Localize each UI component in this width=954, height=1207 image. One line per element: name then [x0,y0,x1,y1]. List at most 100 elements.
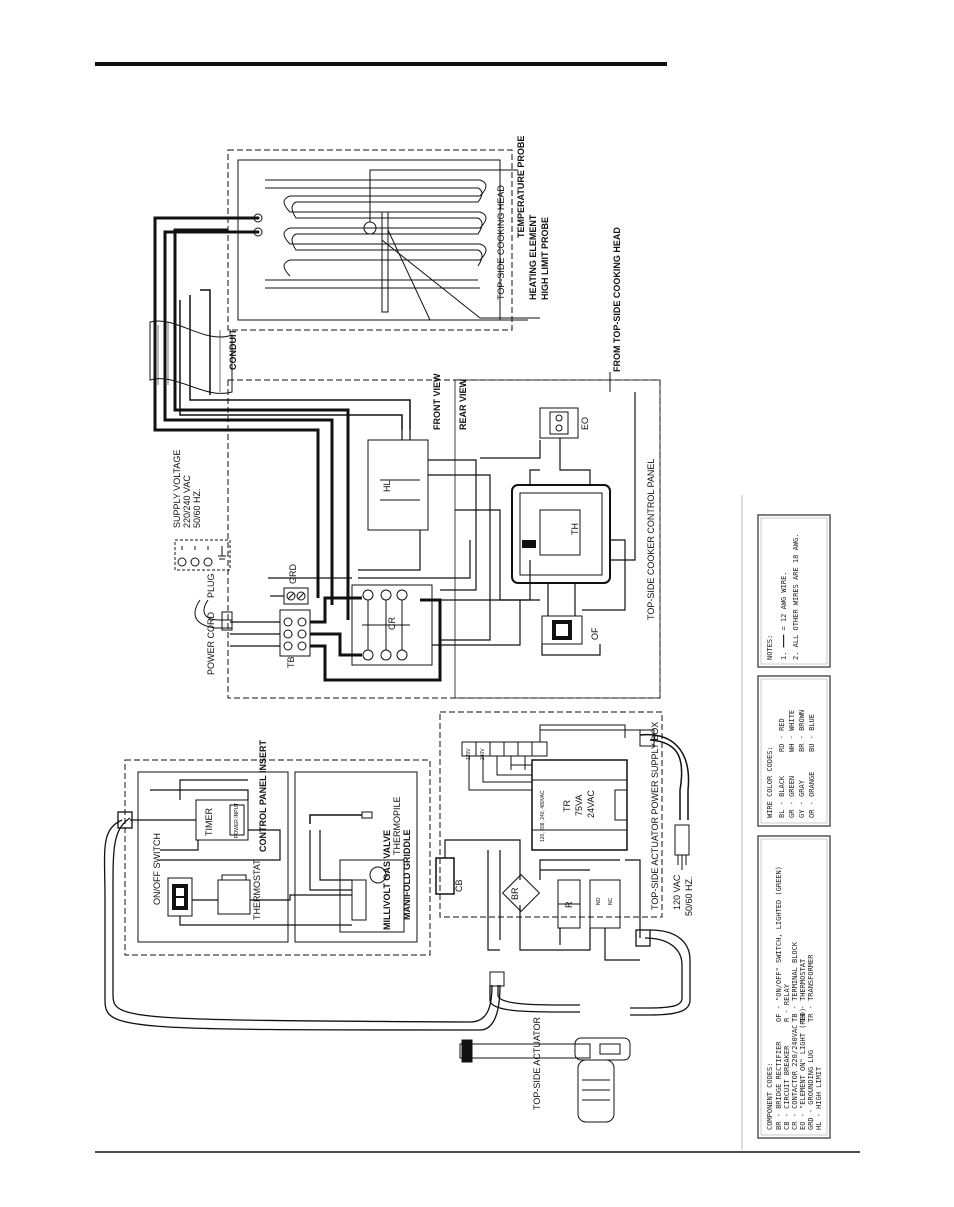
tr-label: TR [562,800,572,812]
tr-va-label: 75VA [574,795,584,816]
component-codes-title: COMPONENT CODES: [766,1063,774,1130]
heating-element-coil [265,179,487,289]
component-code-hl: HL - HIGH LIMIT [815,1066,823,1130]
tr-vac-label: 24VAC [586,790,596,818]
supply-plug [174,539,231,571]
wire-code-wh: WH - WHITE [788,710,796,752]
temperature-probe-label: TEMPERATURE PROBE [516,136,526,238]
cooking-head [227,149,540,331]
header-rule [95,62,667,66]
wire-color-codes-title: WIRE COLOR CODES: [766,746,774,818]
wire-code-or: OR - ORANGE [808,772,816,818]
rear-view-region [454,379,661,699]
v120-label: 120V [466,748,472,760]
relay-label: R [564,901,574,908]
griddle-on-off-switch [167,877,193,917]
br-label: BR [510,887,520,900]
power-cord-label: POWER CORD [206,611,216,675]
cooker-control-panel-outline [227,379,661,699]
conduit [149,320,233,394]
conduit-label: CONDUIT [228,329,238,370]
hl-label: HL [382,480,392,492]
thermopile-label: THERMOPILE [392,796,402,855]
of-label: OF [590,627,600,640]
on-off-switch-label: ON/OFF SWITCH [152,833,162,905]
plug-label: PLUG [206,573,216,598]
circuit-breaker [435,857,455,895]
actuator-label: TOP-SIDE ACTUATOR [532,1016,542,1110]
v240-label: 240V [480,748,486,760]
component-code-r: R - RELAY [783,983,791,1022]
component-code-of: OF - "ON/OFF" SWITCH, LIGHTED (GREEN) [775,866,783,1022]
thermopile [309,811,373,824]
main-power-conductors [153,216,350,620]
legend-component-codes: COMPONENT CODES: BR - BRIDGE RECTIFIER C… [757,835,831,1139]
heating-element-label: HEATING ELEMENT [528,214,538,300]
high-limit-probe-bulb [381,211,389,313]
millivolt-gas-valve [339,859,405,933]
power-supply-box-outline [439,711,663,918]
power-input-label: POWER INPUT [234,803,240,838]
rear-view-label: REAR VIEW [458,378,468,430]
legend-notes: NOTES: 1. ━━━ = 12 AWG WIRE. 2. ALL OTHE… [757,514,831,668]
millivolt-gas-valve-label: MILLIVOLT GAS VALVE [382,830,392,930]
component-code-tb: TB - TERMINAL BLOCK [791,941,799,1022]
component-code-tr: TR - TRANSFORMER [807,954,815,1022]
legend-wire-color-codes: WIRE COLOR CODES: BL - BLACK GR - GREEN … [757,675,831,827]
top-side-actuator [459,971,631,1123]
thermostat-label: THERMOSTAT [252,859,262,920]
bridge-rectifier [501,873,541,913]
supply-voltage-label: SUPPLY VOLTAGE [172,450,182,528]
supply-volts-label: 220/240 VAC [182,475,192,528]
thermostat-th [511,484,611,584]
note-2: 2. ALL OTHER WIRES ARE 18 AWG. [792,534,800,660]
cooking-head-outline [227,149,513,331]
notes-title: NOTES: [766,635,774,660]
power-supply-box-label: TOP-SIDE ACTUATOR POWER SUPPLY BOX [650,722,660,910]
wire-code-gy: GY - GRAY [798,779,806,818]
nc-label: NC [608,897,614,905]
wire-code-bl: BL - BLACK [778,775,786,818]
wire-code-bu: BU - BLUE [808,714,816,752]
note-1: 1. ━━━ = 12 AWG WIRE. [780,571,788,660]
power-cord [194,599,233,631]
control-panel-insert-outline [137,771,289,943]
front-view-label: FRONT VIEW [432,373,442,430]
cb-label: CB [454,879,464,892]
from-cooking-head-label: FROM TOP-SIDE COOKING HEAD [612,227,622,372]
component-code-grd: GRD - GROUNDING LUG [807,1050,815,1130]
component-code-br: BR - BRIDGE RECTIFIER [775,1041,783,1130]
eo-label: EO [580,417,590,430]
supply-hz-label: 50/60 HZ. [192,488,202,528]
cooker-control-panel-label: TOP-SIDE COOKER CONTROL PANEL [646,459,656,620]
component-code-th: TH - THERMOSTAT [799,958,807,1022]
transformer-terminal-strip [461,741,548,757]
transformer [531,759,628,851]
component-code-eo: EO - "ELEMENT ON" LIGHT (RED) [799,1008,807,1130]
th-label: TH [570,523,580,535]
high-limit [367,439,429,531]
control-panel-insert-label: CONTROL PANEL INSERT [258,739,268,852]
supply-120-plug [639,729,690,870]
supply-120-hz-label: 50/60 HZ. [684,876,694,916]
cooking-head-label: TOP-SIDE COOKING HEAD [496,185,506,300]
manifold-griddle-label: MANIFOLD GRIDDLE [402,830,412,921]
tr-taps-label: 120, 208, 240, 480VAC [540,790,546,842]
component-code-cb: CB - CIRCUIT BREAKER [783,1045,791,1130]
contactor [351,584,433,666]
supply-120-label: 120 VAC [672,874,682,910]
on-off-switch-of [541,615,583,645]
tb-label: TB [286,656,296,668]
grounding-lug [283,587,309,605]
relay [557,879,581,929]
wire-code-br: BR - BROWN [798,710,806,752]
wire-code-gr: GR - GREEN [788,776,796,818]
relay-contacts [589,879,621,929]
element-on-light [539,407,579,439]
no-label: NO [596,897,602,905]
manifold-outline [294,771,418,943]
interconnect-cables [103,811,691,1031]
griddle-thermostat [217,874,251,915]
cr-label: CR [387,617,397,630]
